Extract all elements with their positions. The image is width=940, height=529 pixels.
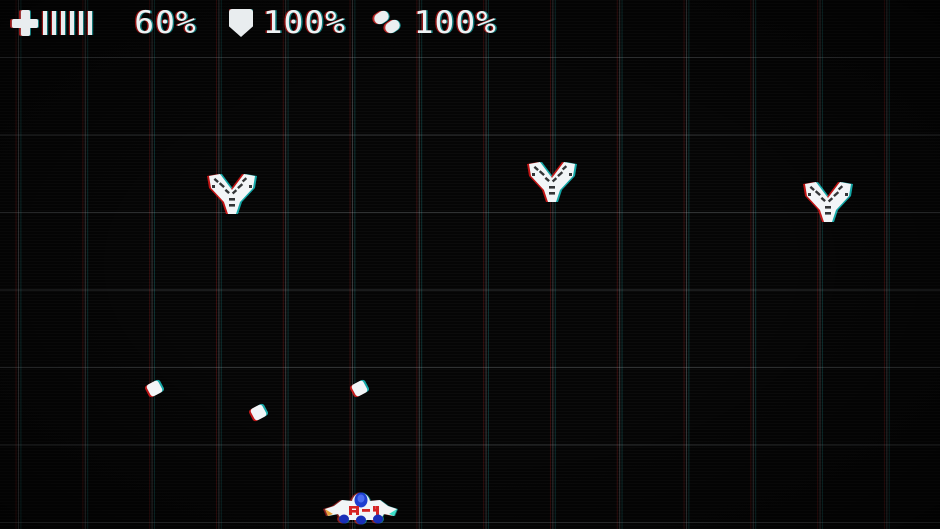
hud-shield-meter: 100% (229, 4, 347, 41)
hud-health-meter (12, 10, 92, 36)
health-segment (79, 11, 83, 35)
health-segment (61, 11, 65, 35)
shield-icon (229, 9, 253, 37)
hud-health-percent: 60% (134, 4, 197, 41)
health-segment (70, 11, 74, 35)
projectile-2[interactable] (249, 403, 268, 422)
health-segment-bars (43, 11, 92, 35)
pills-icon (371, 8, 404, 36)
health-segment (88, 11, 92, 35)
health-percent-label: 60% (134, 4, 197, 41)
hud-ammo-meter: 100% (371, 4, 497, 41)
enemy-ship-2[interactable] (526, 160, 578, 206)
enemy-ship-3[interactable] (802, 180, 854, 226)
projectile-3[interactable] (350, 379, 369, 398)
hud-bar: 60% 100% 100% (0, 0, 497, 46)
ammo-percent-label: 100% (413, 4, 497, 41)
health-cross-icon (12, 10, 38, 36)
enemy-ship-1[interactable] (206, 172, 258, 218)
player-ship[interactable] (322, 492, 400, 526)
shield-percent-label: 100% (262, 4, 347, 41)
health-segment (52, 11, 56, 35)
health-segment (43, 11, 47, 35)
projectile-1[interactable] (145, 379, 164, 398)
